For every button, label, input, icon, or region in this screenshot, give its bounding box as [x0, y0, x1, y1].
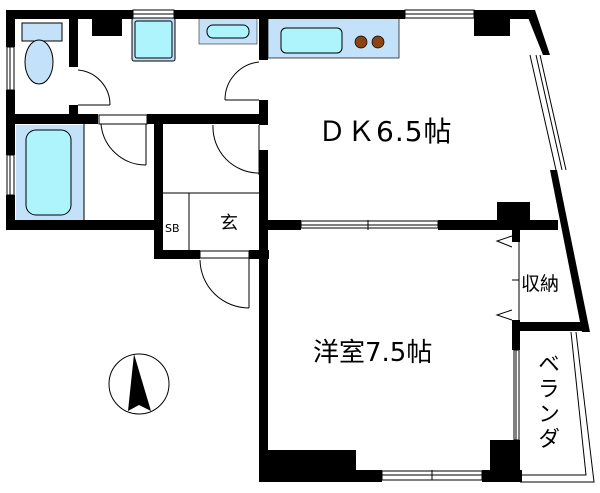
toilet-bowl-icon [24, 39, 54, 85]
kitchen-sink-icon [280, 27, 343, 54]
room-label-dk: ＤＫ6.5帖 [318, 115, 453, 148]
north-arrow-icon [108, 353, 170, 415]
bathtub-icon [25, 129, 72, 216]
room-label-veranda: ベランダ [534, 352, 559, 452]
stove-burner-icon [354, 35, 368, 49]
walls [6, 10, 582, 482]
room-label-storage: 収納 [521, 273, 560, 295]
veranda-outline [520, 331, 595, 483]
stove-burner-icon [371, 35, 385, 49]
room-label-shoe-box: SB [165, 222, 180, 235]
room-label-western-room: 洋室7.5帖 [313, 338, 433, 368]
toilet-tank-icon [21, 22, 63, 42]
room-label-entrance: 玄 [220, 213, 238, 234]
windows [6, 9, 520, 481]
doors [77, 61, 519, 321]
